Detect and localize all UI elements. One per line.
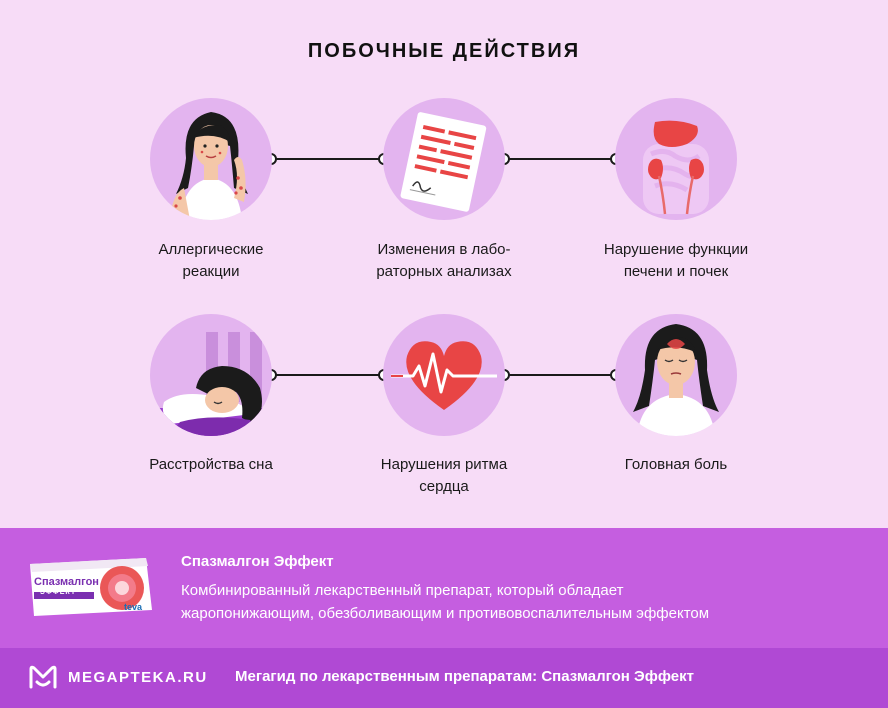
footer-text: Мегагид по лекарственным препаратам: Спа… [235, 668, 694, 685]
pack-brand-text: Спазмалгон [34, 576, 99, 588]
medicine-pack-image [28, 556, 154, 618]
connector-line [272, 158, 384, 160]
headache-woman-icon [615, 314, 737, 436]
heart-rhythm-icon [383, 314, 505, 436]
caption-sleep: Расстройства сна [149, 456, 273, 473]
sleeping-woman-icon [150, 314, 272, 436]
product-description: Комбинированный лекарственный препарат, … [181, 582, 710, 622]
product-name: Спазмалгон Эффект [181, 553, 334, 570]
caption-lab: Изменения в лабо-раторных анализах [376, 241, 512, 280]
logo-text: MEGAPTEKA.RU [68, 668, 208, 686]
megapteka-logo[interactable]: MEGAPTEKA.RU [28, 664, 208, 690]
page-title: ПОБОЧНЫЕ ДЕЙСТВИЯ [307, 40, 581, 62]
liver-kidney-icon [615, 98, 737, 220]
allergy-woman-icon [150, 98, 272, 220]
megapteka-m-icon [29, 665, 57, 689]
pack-maker-text: teva [124, 602, 143, 612]
footer-band [0, 648, 888, 708]
connector-line [504, 158, 616, 160]
caption-headache: Головная боль [624, 456, 728, 473]
connector-line [272, 374, 384, 376]
lab-report-icon [383, 98, 505, 220]
connector-line [504, 374, 616, 376]
pack-sub-text: ЭФФЕКТ [40, 589, 77, 596]
